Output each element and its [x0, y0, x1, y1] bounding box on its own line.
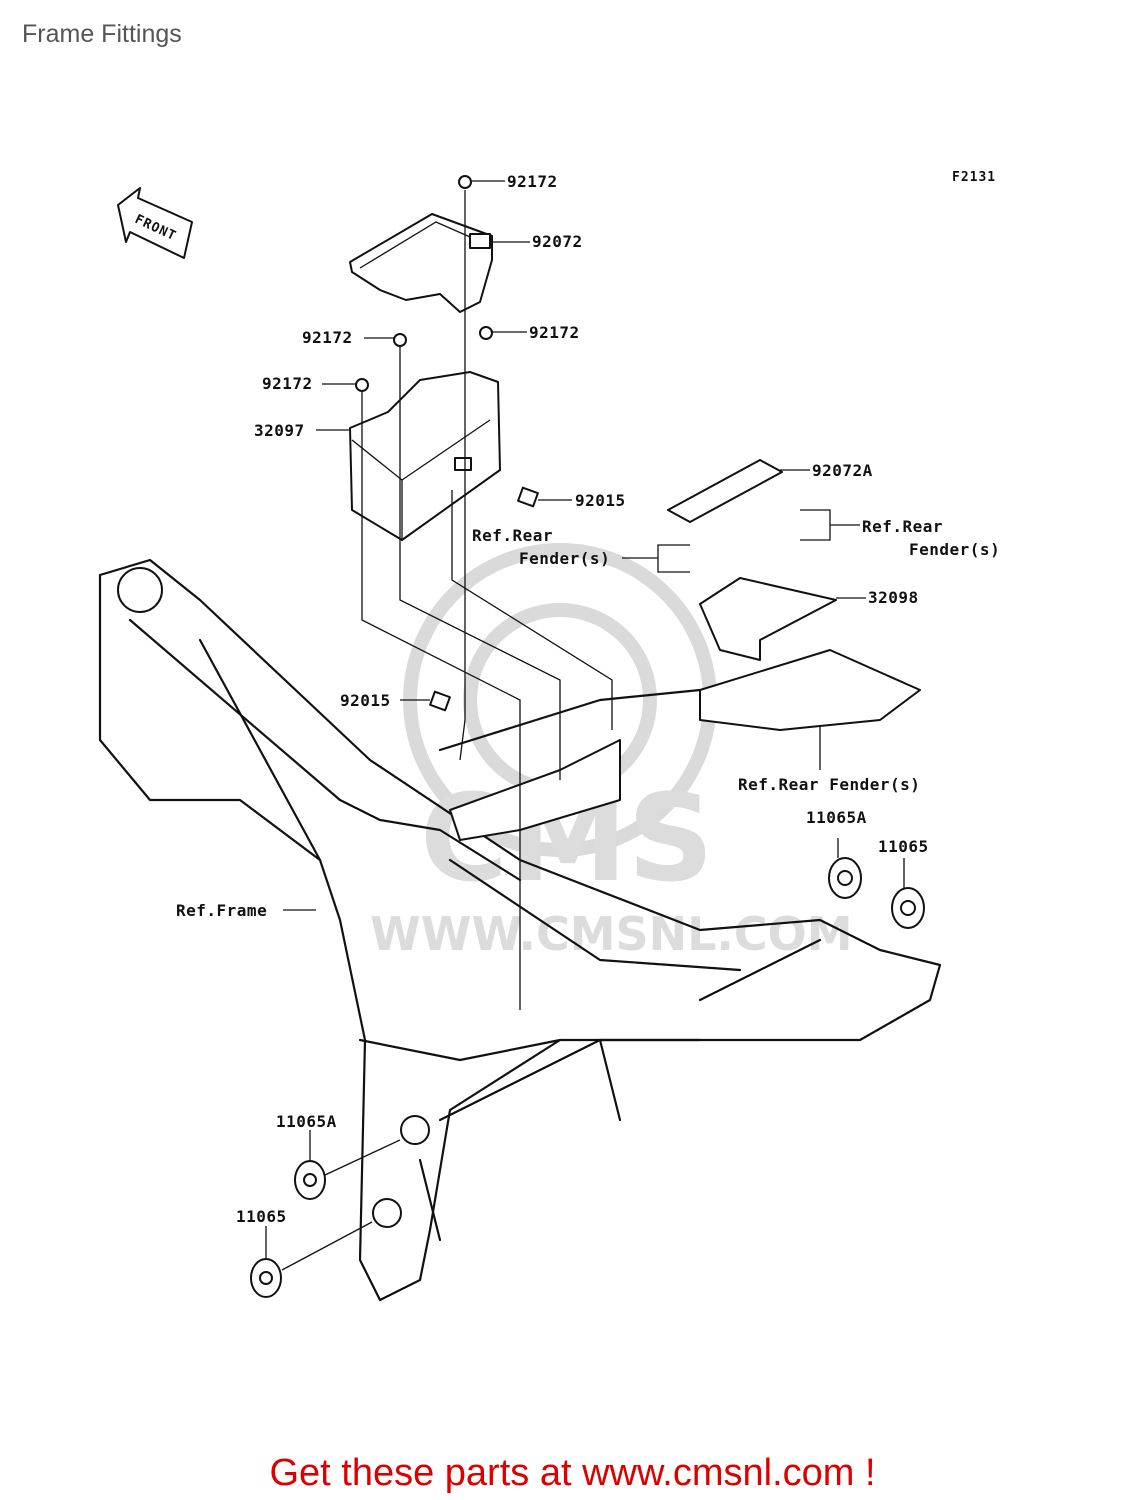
label-92015-right: 92015 — [575, 491, 626, 510]
footer-cta: Get these parts at www.cmsnl.com ! — [269, 1452, 876, 1494]
grommet-11065-left — [250, 1258, 282, 1298]
ref-rear-fender-right-line2: Fender(s) — [909, 540, 1000, 559]
bolt-92172-right — [479, 326, 493, 340]
bolt-92172-lower — [355, 378, 369, 392]
ref-frame: Ref.Frame — [176, 901, 267, 920]
label-92172-left: 92172 — [302, 328, 353, 347]
leader-lines — [265, 180, 905, 1271]
battery-case-32097 — [349, 371, 501, 541]
label-92172-top: 92172 — [507, 172, 558, 191]
nut-92015-right — [517, 486, 539, 508]
ref-rear-fender-bottom: Ref.Rear Fender(s) — [738, 775, 920, 794]
label-92172-right: 92172 — [529, 323, 580, 342]
label-11065A-left: 11065A — [276, 1112, 337, 1131]
label-92015-left: 92015 — [340, 691, 391, 710]
figure-code: F2131 — [952, 170, 996, 185]
label-11065-right: 11065 — [878, 837, 929, 856]
page-title: Frame Fittings — [22, 20, 182, 48]
grommet-11065A-left — [294, 1160, 326, 1200]
grommet-11065-right — [891, 887, 925, 929]
front-arrow-icon: FRONT — [117, 187, 193, 259]
nut-92015-left — [429, 690, 451, 712]
label-32097: 32097 — [254, 421, 305, 440]
tray-32098 — [699, 577, 921, 731]
bolt-92172-top — [458, 175, 472, 189]
label-92072: 92072 — [532, 232, 583, 251]
strap-92072A — [667, 459, 783, 523]
label-11065-left: 11065 — [236, 1207, 287, 1226]
bracket-92072 — [349, 213, 493, 313]
ref-rear-fender-mid-line1: Ref.Rear — [472, 526, 553, 545]
label-11065A-right: 11065A — [806, 808, 867, 827]
main-frame — [98, 558, 942, 1302]
ref-rear-fender-mid-line2: Fender(s) — [519, 549, 610, 568]
ref-rear-fender-right-line1: Ref.Rear — [862, 517, 943, 536]
grommet-11065A-right — [828, 857, 862, 899]
label-32098: 32098 — [868, 588, 919, 607]
bolt-92172-left — [393, 333, 407, 347]
label-92172-lower: 92172 — [262, 374, 313, 393]
label-92072A: 92072A — [812, 461, 873, 480]
watermark-url-text: WWW.CMSNL.COM — [370, 907, 853, 961]
